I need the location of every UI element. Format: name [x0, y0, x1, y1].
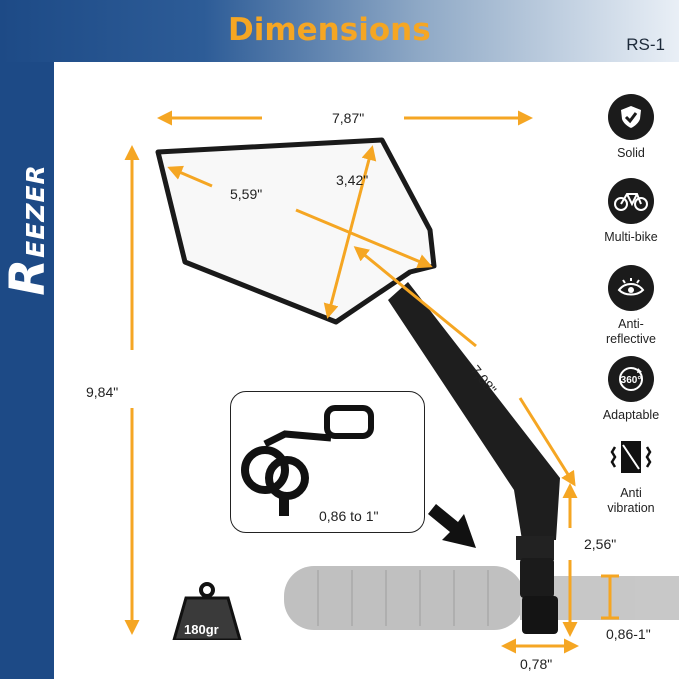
mirror-head	[155, 137, 437, 325]
feature-anti-reflective: Anti- reflective	[598, 265, 664, 347]
model-label: RS-1	[626, 35, 665, 54]
page-title: Dimensions	[228, 12, 431, 48]
clamp-height-label: 2,56"	[584, 536, 617, 552]
header-bar	[0, 0, 679, 62]
eye-sun-icon	[608, 265, 654, 311]
handlebar-grip	[284, 566, 679, 630]
brand-sidebar	[0, 62, 54, 679]
feature-adaptable: 360° Adaptable	[598, 356, 664, 423]
height-label: 9,84"	[86, 384, 119, 400]
clamp-width-label: 0,78"	[520, 656, 553, 672]
feature-solid: Solid	[598, 94, 664, 161]
diagonal-label: 5,59"	[230, 186, 263, 202]
feature-anti-vibration: Anti vibration	[598, 434, 664, 516]
feature-label: Solid	[617, 146, 645, 160]
pointer-arrow	[428, 504, 476, 548]
mirror-arm	[388, 282, 560, 634]
weight-label: 180gr	[184, 622, 219, 637]
weight-icon	[172, 582, 242, 640]
clamp-range-label: 0,86 to 1"	[319, 508, 379, 524]
feature-label: Multi-bike	[604, 230, 658, 244]
clamp-icon	[241, 405, 374, 516]
handlebar-diameter-label: 0,86-1"	[606, 626, 651, 642]
vibration-icon	[608, 434, 654, 480]
svg-text:360°: 360°	[621, 375, 642, 386]
shield-check-icon	[608, 94, 654, 140]
feature-multi-bike: Multi-bike	[598, 178, 664, 245]
mirror-height-label: 3,42"	[336, 172, 369, 188]
bicycle-icon	[608, 178, 654, 224]
feature-label: Adaptable	[602, 408, 660, 422]
feature-label: Anti- reflective	[605, 317, 657, 346]
clamp-detail-inset: 0,86 to 1"	[230, 391, 425, 533]
dimension-lines	[124, 110, 619, 654]
rotate-360-icon: 360°	[608, 356, 654, 402]
width-label: 7,87"	[332, 110, 365, 126]
feature-label: Anti vibration	[607, 486, 655, 515]
